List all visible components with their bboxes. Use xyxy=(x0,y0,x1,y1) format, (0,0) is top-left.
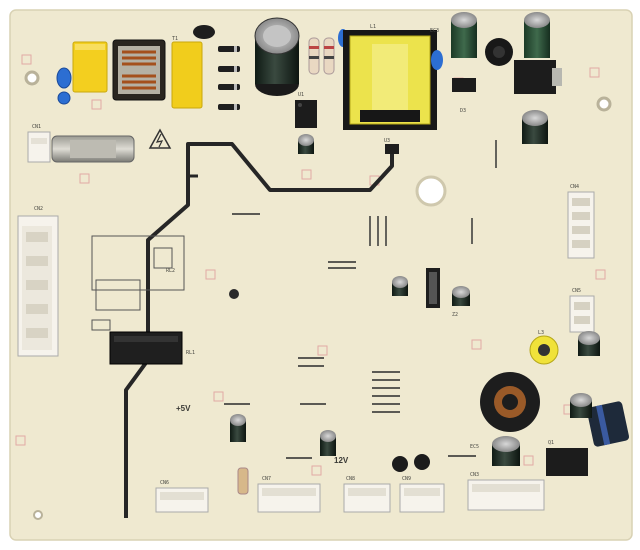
pcb-board xyxy=(9,9,633,541)
x-capacitor-left xyxy=(72,41,108,93)
svg-text:CN6: CN6 xyxy=(160,480,169,486)
high-voltage-trace xyxy=(124,142,394,518)
ref-t1: T1 xyxy=(172,36,178,42)
label-12v: 12V xyxy=(334,456,349,465)
ic-u1 xyxy=(295,100,317,128)
power-resistors xyxy=(308,37,335,75)
connector-cn7: CN7 xyxy=(257,476,321,513)
svg-text:RL2: RL2 xyxy=(166,268,175,274)
sensor-connector xyxy=(426,268,440,308)
svg-text:CN8: CN8 xyxy=(346,476,355,482)
connector-cn3: CN3 xyxy=(467,472,545,511)
small-capacitor xyxy=(320,430,336,456)
svg-text:CN4: CN4 xyxy=(570,184,579,190)
output-capacitor-green xyxy=(451,12,477,58)
svg-text:CN7: CN7 xyxy=(262,476,271,482)
transistors xyxy=(392,454,430,472)
small-capacitor xyxy=(492,436,520,466)
high-voltage-warning-icon xyxy=(148,128,172,149)
ref-d3: D3 xyxy=(460,108,466,114)
connector-cn1: CN1 xyxy=(27,124,51,163)
toroid-inductor xyxy=(480,372,540,432)
small-capacitor xyxy=(570,393,592,418)
transformer-t1 xyxy=(343,30,437,130)
small-capacitor xyxy=(392,276,408,296)
small-capacitor xyxy=(452,286,470,306)
blue-capacitor xyxy=(57,91,71,105)
svg-text:CN1: CN1 xyxy=(32,124,41,130)
mounting-holes xyxy=(24,70,612,520)
rectifier-diodes xyxy=(218,46,240,110)
ref-ec5: EC5 xyxy=(470,444,479,450)
output-capacitor-blue xyxy=(586,401,630,447)
svg-text:CN3: CN3 xyxy=(470,472,479,478)
svg-text:RL1: RL1 xyxy=(186,350,195,356)
x-capacitor-right xyxy=(171,41,203,109)
connector-cn4: CN4 xyxy=(567,184,595,259)
blue-capacitor xyxy=(431,50,443,70)
led xyxy=(229,289,239,299)
ref-l3: L3 xyxy=(538,330,544,336)
fuse xyxy=(51,135,135,163)
small-capacitor xyxy=(230,414,246,442)
output-capacitor-green xyxy=(524,12,550,58)
ref-ec3: EC3 xyxy=(430,28,439,34)
resistor-rows xyxy=(224,140,497,459)
svg-text:CN2: CN2 xyxy=(34,206,43,212)
svg-text:CN5: CN5 xyxy=(572,288,581,294)
relay-rl1: RL1 xyxy=(109,331,195,365)
yellow-capacitor xyxy=(529,335,559,365)
small-capacitor xyxy=(578,331,600,356)
ref-u1: U1 xyxy=(298,92,304,98)
connector-cn5: CN5 xyxy=(569,288,595,333)
blue-capacitor xyxy=(56,67,72,89)
voltage-regulator xyxy=(514,60,562,94)
relay-outline xyxy=(91,235,185,331)
connector-cn8: CN8 xyxy=(343,476,391,513)
connector-cn9: CN9 xyxy=(399,476,445,513)
ref-z2: Z2 xyxy=(452,312,458,318)
small-capacitor xyxy=(298,134,314,154)
connector-cn2: CN2 xyxy=(17,206,59,357)
bulk-capacitor xyxy=(254,17,300,96)
ref-l1: L1 xyxy=(370,24,376,30)
buzzer-resistor xyxy=(237,467,249,495)
varistor xyxy=(193,25,215,39)
regulator-ic xyxy=(546,448,588,476)
ref-u3: U3 xyxy=(384,138,390,144)
inductor-l1 xyxy=(485,38,513,66)
small-capacitor xyxy=(522,110,548,144)
common-mode-choke xyxy=(112,39,166,101)
ref-q1: Q1 xyxy=(548,440,554,446)
diode xyxy=(452,78,476,92)
svg-text:CN9: CN9 xyxy=(402,476,411,482)
connector-cn6: CN6 xyxy=(155,480,209,513)
small-ic xyxy=(385,144,399,154)
test-pads xyxy=(15,54,606,476)
label-5v: +5V xyxy=(176,404,191,413)
